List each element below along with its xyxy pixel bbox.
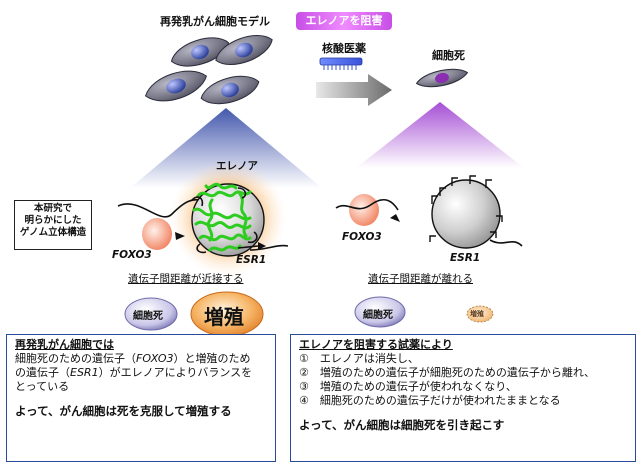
treatment-arrow-icon: [316, 74, 392, 106]
dna-strand-left: [117, 198, 211, 218]
summary-left-title: 再発乳がん細胞では: [15, 338, 114, 351]
cell-death-bubble-label-right: 細胞死: [363, 310, 393, 321]
esr1-nucleus-right: [431, 179, 501, 249]
model-label: 再発乳がん細胞モデル: [160, 15, 270, 28]
distance-far-text: 遺伝子間距離が離れる: [368, 273, 473, 285]
foxo3-blob-right: [349, 194, 379, 226]
distance-close-text: 遺伝子間距離が近接する: [128, 273, 244, 285]
summary-left-line-3: とっている: [15, 380, 70, 393]
esr1-label-left: ESR1: [236, 254, 267, 266]
nucleic-acid-drug-icon: [319, 57, 363, 70]
cell-death-bubble-left: [124, 297, 178, 331]
summary-right-item-2: ② 増殖のための遺伝子が細胞死のための遺伝子から離れ、: [299, 366, 595, 379]
esr1-tags-right: [429, 175, 503, 242]
foxo3-label-right: FOXO3: [342, 231, 382, 243]
inhibit-pill: エレノアを阻害: [296, 12, 392, 30]
dna-strand-right: [335, 198, 399, 211]
proliferation-bubble-label-right: 増殖: [470, 310, 484, 318]
summary-box-right: エレノアを阻害する試薬により ① エレノアは消失し、 ② 増殖のための遺伝子が細…: [290, 334, 636, 462]
summary-right-item-3: ③ 増殖のための遺伝子が使われなくなり、: [299, 380, 517, 393]
summary-right-title: エレノアを阻害する試薬により: [299, 338, 453, 351]
proliferation-bubble-label-left: 増殖: [204, 305, 244, 329]
drug-label: 核酸医薬: [322, 42, 366, 55]
summary-right-conclusion: よって、がん細胞は細胞死を引き起こす: [299, 418, 505, 432]
cancer-cell-icons: [144, 35, 273, 105]
eleanor-label: エレノア: [216, 160, 258, 172]
proliferation-bubble-right: [466, 305, 494, 323]
summary-left-conclusion: よって、がん細胞は死を克服して増殖する: [15, 404, 232, 418]
eleanor-loops: [191, 187, 258, 254]
foxo3-label-left: FOXO3: [112, 249, 152, 261]
zoom-fan-left: [130, 108, 322, 188]
dying-cell-icon: [415, 68, 469, 88]
zoom-fan-right: [356, 102, 524, 168]
summary-box-left: 再発乳がん細胞では 細胞死のための遺伝子（FOXO3）と増殖のため の遺伝子（E…: [6, 334, 276, 462]
esr1-label-right: ESR1: [450, 252, 481, 264]
cell-death-label: 細胞死: [432, 49, 465, 62]
summary-left-line-1: 細胞死のための遺伝子（FOXO3）と増殖のため: [15, 352, 251, 365]
cell-death-bubble-label-left: 細胞死: [133, 311, 163, 322]
cell-death-bubble-right: [354, 296, 406, 328]
foxo3-blob-left: [142, 218, 172, 250]
summary-right-item-4: ④ 細胞死のための遺伝子だけが使われたままとなる: [299, 394, 561, 407]
genome-structure-label: 本研究で 明らかにした ゲノム立体構造: [14, 200, 92, 250]
summary-left-line-2: の遺伝子（ESR1）がエレノアによりバランスを: [15, 366, 253, 379]
eleanor-rna-cloud: [192, 182, 252, 252]
summary-right-item-1: ① エレノアは消失し、: [299, 352, 419, 365]
